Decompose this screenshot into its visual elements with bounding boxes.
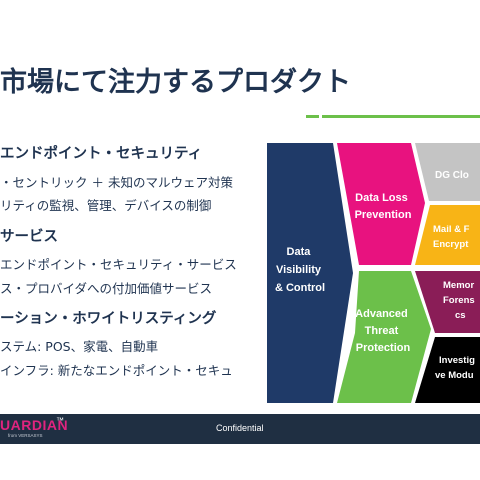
label-advanced-threat: Advanced Threat Protection <box>355 308 411 354</box>
label-line: Forens <box>443 295 475 306</box>
segment-investig <box>415 337 480 403</box>
label-mail: Mail & F Encrypt <box>433 224 472 250</box>
bullet-item: リティの監視、管理、デバイスの制御 <box>0 198 212 213</box>
segment-dg-cloud <box>415 143 480 201</box>
segment-data-loss <box>337 143 425 265</box>
segment-data-visibility <box>267 143 353 403</box>
page-title: 市場にて注力するプロダクト <box>0 67 351 98</box>
label-line: Data Loss <box>355 192 408 204</box>
bullet-item: エンドポイント・セキュリティ <box>0 146 203 162</box>
label-line: Threat <box>365 325 399 337</box>
label-investig: Investig ve Modu <box>435 355 478 381</box>
label-line: Mail & F <box>433 224 470 235</box>
label-line: Protection <box>356 342 411 354</box>
bullet-item: ーション・ホワイトリスティング <box>0 311 217 327</box>
logo-subtitle: from VERSASYS <box>8 433 43 438</box>
title-underline-1 <box>306 115 319 118</box>
label-line: Data <box>287 246 312 258</box>
bullet-item: エンドポイント・セキュリティ・サービス <box>0 257 237 272</box>
footer-bar: UARDIAN ™ from VERSASYS Confidential <box>0 414 480 444</box>
label-line: & Control <box>275 282 325 294</box>
label-line: cs <box>455 310 466 321</box>
title-underline-2 <box>322 115 480 118</box>
label-line: Memor <box>443 280 474 291</box>
label-line: Advanced <box>355 308 408 320</box>
label-line: Prevention <box>355 209 412 221</box>
label-line: Visibility <box>276 264 322 276</box>
logo: UARDIAN <box>0 417 69 433</box>
confidential-label: Confidential <box>216 423 264 433</box>
segment-advanced-threat <box>337 271 431 403</box>
bullet-item: サービス <box>0 229 58 245</box>
segment-memory <box>415 271 480 333</box>
bullet-item: ス・プロバイダへの付加価値サービス <box>0 281 213 296</box>
trademark-symbol: ™ <box>56 416 64 425</box>
label-line: ve Modu <box>435 370 474 381</box>
label-dg-cloud: DG Clo <box>435 170 469 181</box>
label-data-loss: Data Loss Prevention <box>355 192 412 221</box>
label-data-visibility: Data Visibility & Control <box>275 246 325 294</box>
segment-mail <box>415 205 480 265</box>
product-diagram: Data Visibility & Control Data Loss Prev… <box>267 143 480 403</box>
label-line: Investig <box>439 355 475 366</box>
bullet-item: インフラ: 新たなエンドポイント・セキュ <box>0 363 233 378</box>
label-memory: Memor Forens cs <box>443 280 477 321</box>
label-line: Encrypt <box>433 239 469 250</box>
bullet-item: ステム: POS、家電、自動車 <box>0 339 159 354</box>
bullet-item: ・セントリック ＋ 未知のマルウェア対策 <box>0 175 233 190</box>
label-line: DG Clo <box>435 170 469 181</box>
